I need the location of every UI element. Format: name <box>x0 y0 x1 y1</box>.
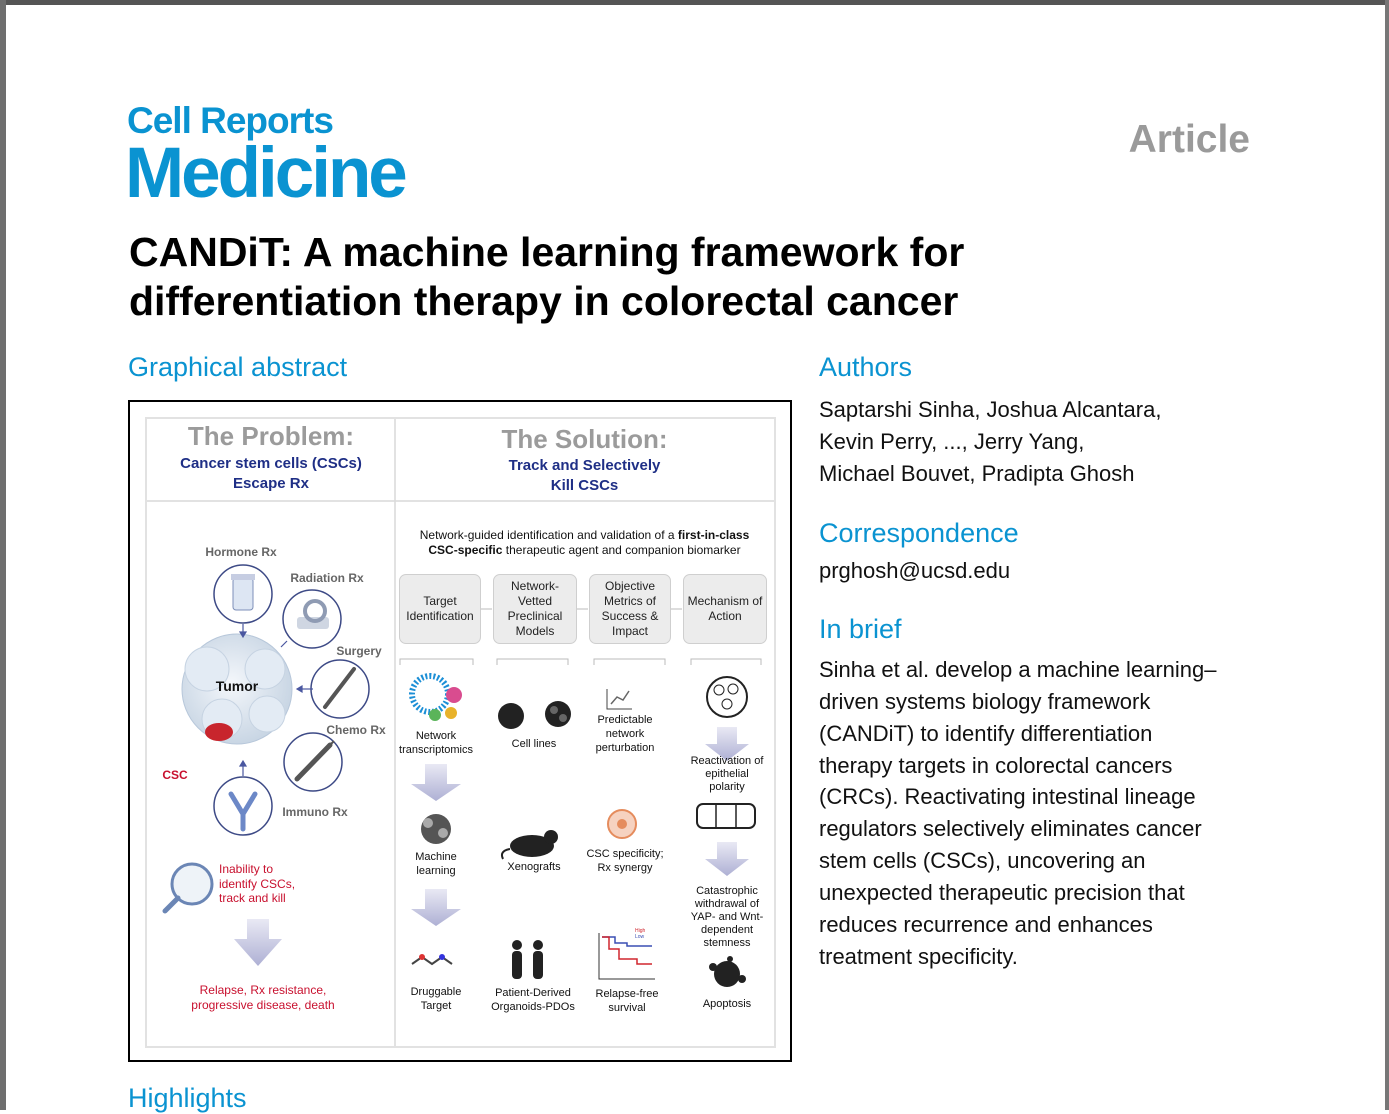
in-brief-line: (CANDiT) to identify differentiation <box>819 721 1153 746</box>
step-target-identification: Target Identification <box>399 574 481 644</box>
solution-intro-bold: CSC-specific <box>428 543 503 557</box>
immuno-icon <box>213 776 273 836</box>
druggable-target-icon <box>411 954 453 966</box>
problem-title: The Problem: <box>187 421 355 451</box>
solution-intro-text: therapeutic agent and companion biomarke… <box>505 543 741 557</box>
radiation-rx-label: Radiation Rx <box>290 571 364 585</box>
step-objective-metrics: Objective Metrics of Success & Impact <box>589 574 671 644</box>
authors-heading: Authors <box>819 352 913 382</box>
solution-title: The Solution: <box>501 424 668 454</box>
mouse-icon <box>500 830 558 860</box>
in-brief-line: Sinha et al. develop a machine learning– <box>819 657 1217 682</box>
epithelial-polarity-icon <box>696 803 756 829</box>
csc-specificity-label: CSC specificity; Rx synergy <box>586 848 664 874</box>
step-preclinical-models: Network-Vetted Preclinical Models <box>493 574 577 644</box>
network-transcriptomics-icon <box>409 673 462 721</box>
solution-subtitle-2: Kill CSCs <box>550 477 619 494</box>
organoid-people-icon <box>512 940 543 979</box>
csc-label: CSC <box>162 768 188 782</box>
chemo-icon <box>283 732 343 792</box>
radiation-icon <box>282 589 342 649</box>
relapse-line-2: progressive disease, death <box>191 998 335 1012</box>
in-brief-line: driven systems biology framework <box>819 689 1151 714</box>
down-arrow-icon <box>234 919 282 966</box>
step-mechanism-of-action: Mechanism of Action <box>683 574 767 644</box>
network-perturbation-label: Predictable network perturbation <box>595 714 655 754</box>
tumor-illustration <box>181 633 293 745</box>
in-brief-line: regulators selectively eliminates cancer <box>819 816 1202 841</box>
in-brief-line: treatment specificity. <box>819 944 1018 969</box>
in-brief-line: reduces recurrence and enhances <box>819 912 1153 937</box>
graphical-abstract-artwork <box>147 419 774 1046</box>
relapse-line-1: Relapse, Rx resistance, <box>199 983 327 997</box>
hormone-icon <box>213 564 273 624</box>
druggable-target-label: Druggable Target <box>410 986 462 1012</box>
problem-subtitle-2: Escape Rx <box>233 475 309 492</box>
down-arrow-icon <box>411 764 461 801</box>
relapse-free-survival-label: Relapse-free survival <box>595 988 659 1014</box>
cell-lines-label: Cell lines <box>511 738 557 750</box>
apoptosis-label: Apoptosis <box>702 998 752 1010</box>
down-arrow-icon <box>705 727 749 761</box>
chemo-rx-label: Chemo Rx <box>326 723 386 737</box>
network-transcriptomics-label: Network transcriptomics <box>399 730 473 756</box>
down-arrow-icon <box>705 842 749 876</box>
cell-lines-icon <box>498 701 571 729</box>
inability-line-2: identify CSCs, <box>219 877 296 891</box>
paper-title: CANDiT: A machine learning framework for… <box>129 229 965 324</box>
machine-learning-icon <box>421 814 451 844</box>
csc-cell <box>205 723 233 741</box>
authors-line-1: Saptarshi Sinha, Joshua Alcantara, <box>819 397 1162 422</box>
in-brief-line: therapy targets in colorectal cancers <box>819 753 1173 778</box>
solution-intro-line-2: CSC-specific therapeutic agent and compa… <box>395 543 774 558</box>
magnifier-icon <box>162 862 214 914</box>
solution-intro-bold: first-in-class <box>677 528 750 542</box>
organoid-icon <box>706 676 748 718</box>
problem-subtitle-1: Cancer stem cells (CSCs) <box>180 455 362 472</box>
hormone-rx-label: Hormone Rx <box>205 545 277 559</box>
csc-specificity-icon <box>607 809 637 839</box>
solution-subtitle-1: Track and Selectively <box>508 457 661 474</box>
inability-line-3: track and kill <box>219 891 286 905</box>
journal-name-line2: Medicine <box>125 134 408 213</box>
authors-line-3: Michael Bouvet, Pradipta Ghosh <box>819 461 1135 486</box>
in-brief-line: stem cells (CSCs), uncovering an <box>819 848 1146 873</box>
km-legend-low: Low <box>635 934 645 940</box>
viewer-left-border <box>0 0 6 1110</box>
journal-name-line1: Cell Reports <box>127 100 334 141</box>
article-type-label: Article <box>1128 118 1250 161</box>
in-brief-heading: In brief <box>819 614 902 644</box>
epithelial-polarity-label: Reactivation of epithelial polarity <box>690 755 764 793</box>
highlights-heading: Highlights <box>128 1083 247 1113</box>
machine-learning-label: Machine learning <box>415 851 457 877</box>
apoptosis-icon <box>709 956 746 987</box>
solution-intro-line-1: Network-guided identification and valida… <box>395 528 774 543</box>
down-arrow-icon <box>411 889 461 926</box>
stemness-withdrawal-label: Catastrophic withdrawal of YAP- and Wnt-… <box>690 885 764 949</box>
viewer-top-border <box>0 0 1389 5</box>
xenografts-label: Xenografts <box>507 861 561 873</box>
network-perturbation-icon <box>606 689 632 710</box>
correspondence-email[interactable]: prghosh@ucsd.edu <box>819 558 1011 583</box>
pdo-label: Patient-Derived Organoids-PDOs <box>491 987 575 1013</box>
km-legend-high: High <box>635 928 646 934</box>
inability-line-1: Inability to <box>219 862 274 876</box>
surgery-label: Surgery <box>336 644 382 658</box>
km-plot-icon <box>598 933 655 980</box>
solution-intro-text: Network-guided identification and valida… <box>419 528 675 542</box>
treatment-arrows <box>238 624 313 776</box>
graphical-abstract-panel: The Problem: Cancer stem cells (CSCs) Es… <box>145 417 776 1048</box>
graphical-abstract-heading: Graphical abstract <box>128 352 348 382</box>
surgery-icon <box>310 659 370 719</box>
immuno-rx-label: Immuno Rx <box>282 805 348 819</box>
viewer-right-border <box>1385 0 1389 1110</box>
step-connectors <box>399 608 762 665</box>
in-brief-line: unexpected therapeutic precision that <box>819 880 1185 905</box>
in-brief-line: (CRCs). Reactivating intestinal lineage <box>819 784 1196 809</box>
graphical-abstract-figure: The Problem: Cancer stem cells (CSCs) Es… <box>128 400 792 1062</box>
authors-line-2: Kevin Perry, ..., Jerry Yang, <box>819 429 1085 454</box>
tumor-label: Tumor <box>215 678 259 694</box>
correspondence-heading: Correspondence <box>819 518 1019 548</box>
